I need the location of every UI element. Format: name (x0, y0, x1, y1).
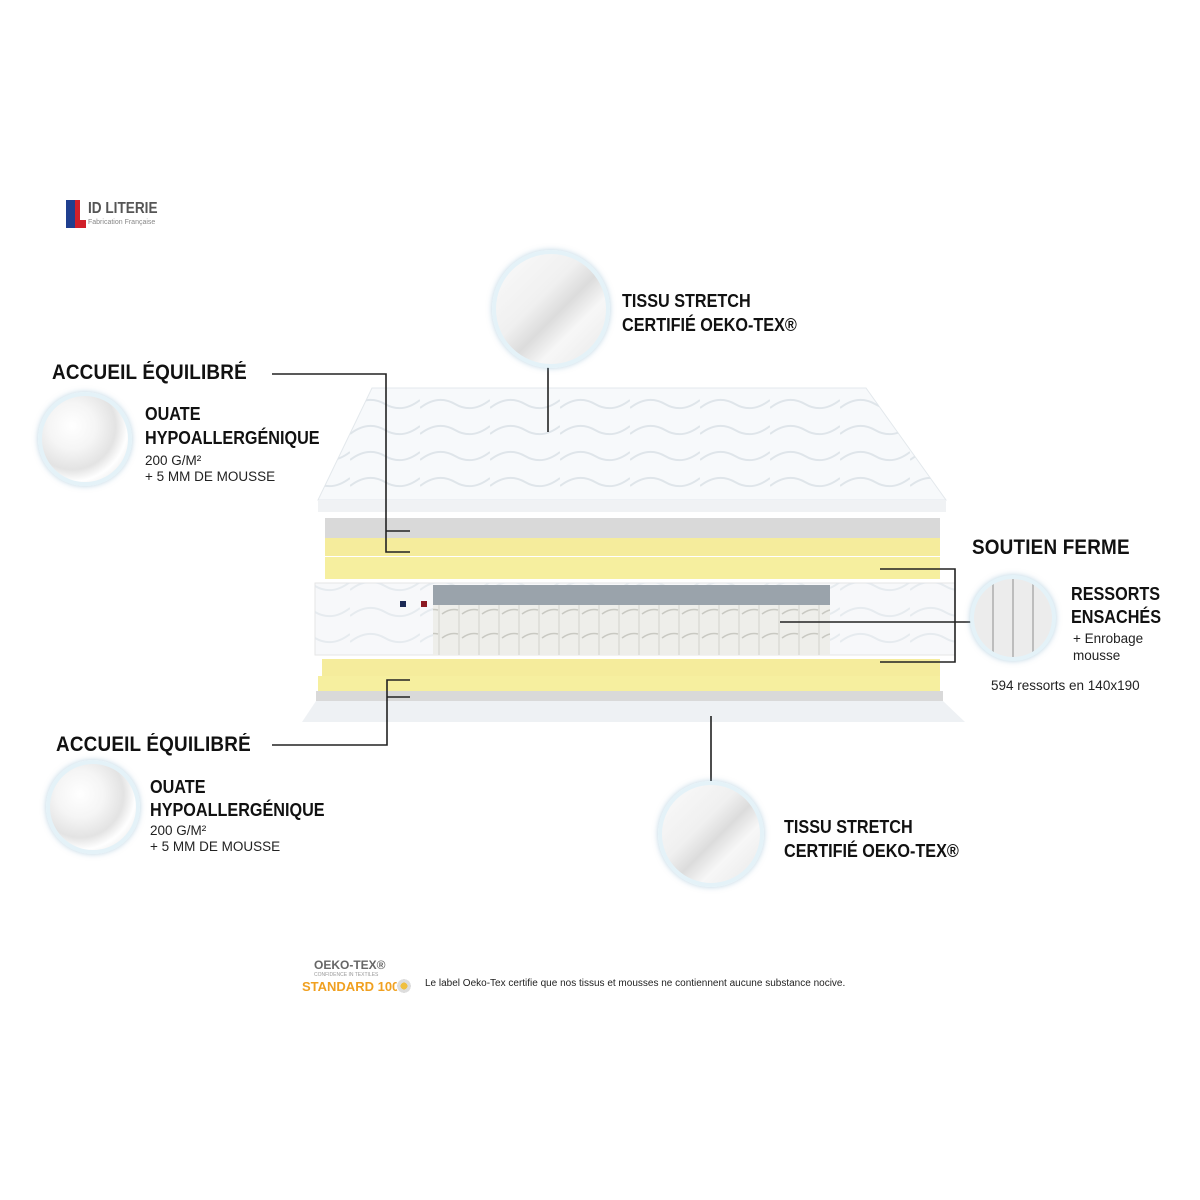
comfort-bottom-title-2: HYPOALLERGÉNIQUE (150, 800, 325, 820)
pocket-springs-photo (970, 575, 1056, 661)
oeko-tex-name: OEKO-TEX® (314, 958, 386, 972)
top-fabric-photo (492, 250, 610, 368)
top-foam-layer-2 (325, 557, 940, 579)
support-detail-1: + Enrobage (1073, 631, 1144, 646)
top-wadding-layer (325, 518, 940, 538)
comfort-bottom-detail-2: + 5 MM DE MOUSSE (150, 839, 281, 854)
bottom-fabric-photo (658, 781, 764, 887)
oeko-tex-label: OEKO-TEX® CONFIDENCE IN TEXTILES STANDAR… (300, 958, 420, 998)
comfort-top-title-2: HYPOALLERGÉNIQUE (145, 428, 320, 448)
comfort-top-detail-2: + 5 MM DE MOUSSE (145, 469, 276, 484)
brand-name: ID LITERIE (88, 200, 158, 217)
comfort-bottom-heading: ACCUEIL ÉQUILIBRÉ (56, 733, 251, 756)
comfort-top-wadding-photo (38, 392, 132, 486)
spring-core-layer (314, 582, 956, 656)
bottom-wadding-layer (316, 691, 943, 701)
comfort-bottom-detail-1: 200 G/M² (150, 823, 207, 838)
comfort-bottom-title-1: OUATE (150, 777, 206, 797)
oeko-tex-standard: STANDARD 100 (302, 979, 400, 994)
bottom-foam-layer-2 (318, 676, 940, 691)
support-heading: SOUTIEN FERME (972, 536, 1130, 559)
bottom-fabric-title-2: CERTIFIÉ OEKO-TEX® (784, 841, 959, 861)
support-title-2: ENSACHÉS (1071, 607, 1162, 627)
support-detail-2: mousse (1073, 648, 1121, 663)
comfort-top-detail-1: 200 G/M² (145, 453, 202, 468)
support-spec: 594 ressorts en 140x190 (991, 678, 1140, 693)
bottom-fabric-title-1: TISSU STRETCH (784, 817, 913, 837)
bottom-foam-layer-1 (322, 659, 940, 676)
top-cover-layer (317, 387, 947, 512)
daisy-icon (396, 978, 412, 994)
support-title-1: RESSORTS (1071, 584, 1161, 604)
top-fabric-title-1: TISSU STRETCH (622, 291, 751, 311)
oeko-tex-sub: CONFIDENCE IN TEXTILES (314, 972, 379, 978)
french-flag-icon (66, 200, 86, 228)
leader-lines (272, 362, 975, 782)
brand-logo: ID LITERIE Fabrication Française (66, 200, 186, 232)
brand-tagline: Fabrication Française (88, 219, 156, 226)
top-fabric-title-2: CERTIFIÉ OEKO-TEX® (622, 315, 797, 335)
oeko-tex-note: Le label Oeko-Tex certifie que nos tissu… (425, 978, 846, 989)
top-foam-layer-1 (325, 538, 940, 556)
comfort-bottom-wadding-photo (46, 760, 140, 854)
bottom-cover-layer (302, 701, 965, 722)
comfort-top-title-1: OUATE (145, 404, 201, 424)
comfort-top-heading: ACCUEIL ÉQUILIBRÉ (52, 361, 247, 384)
